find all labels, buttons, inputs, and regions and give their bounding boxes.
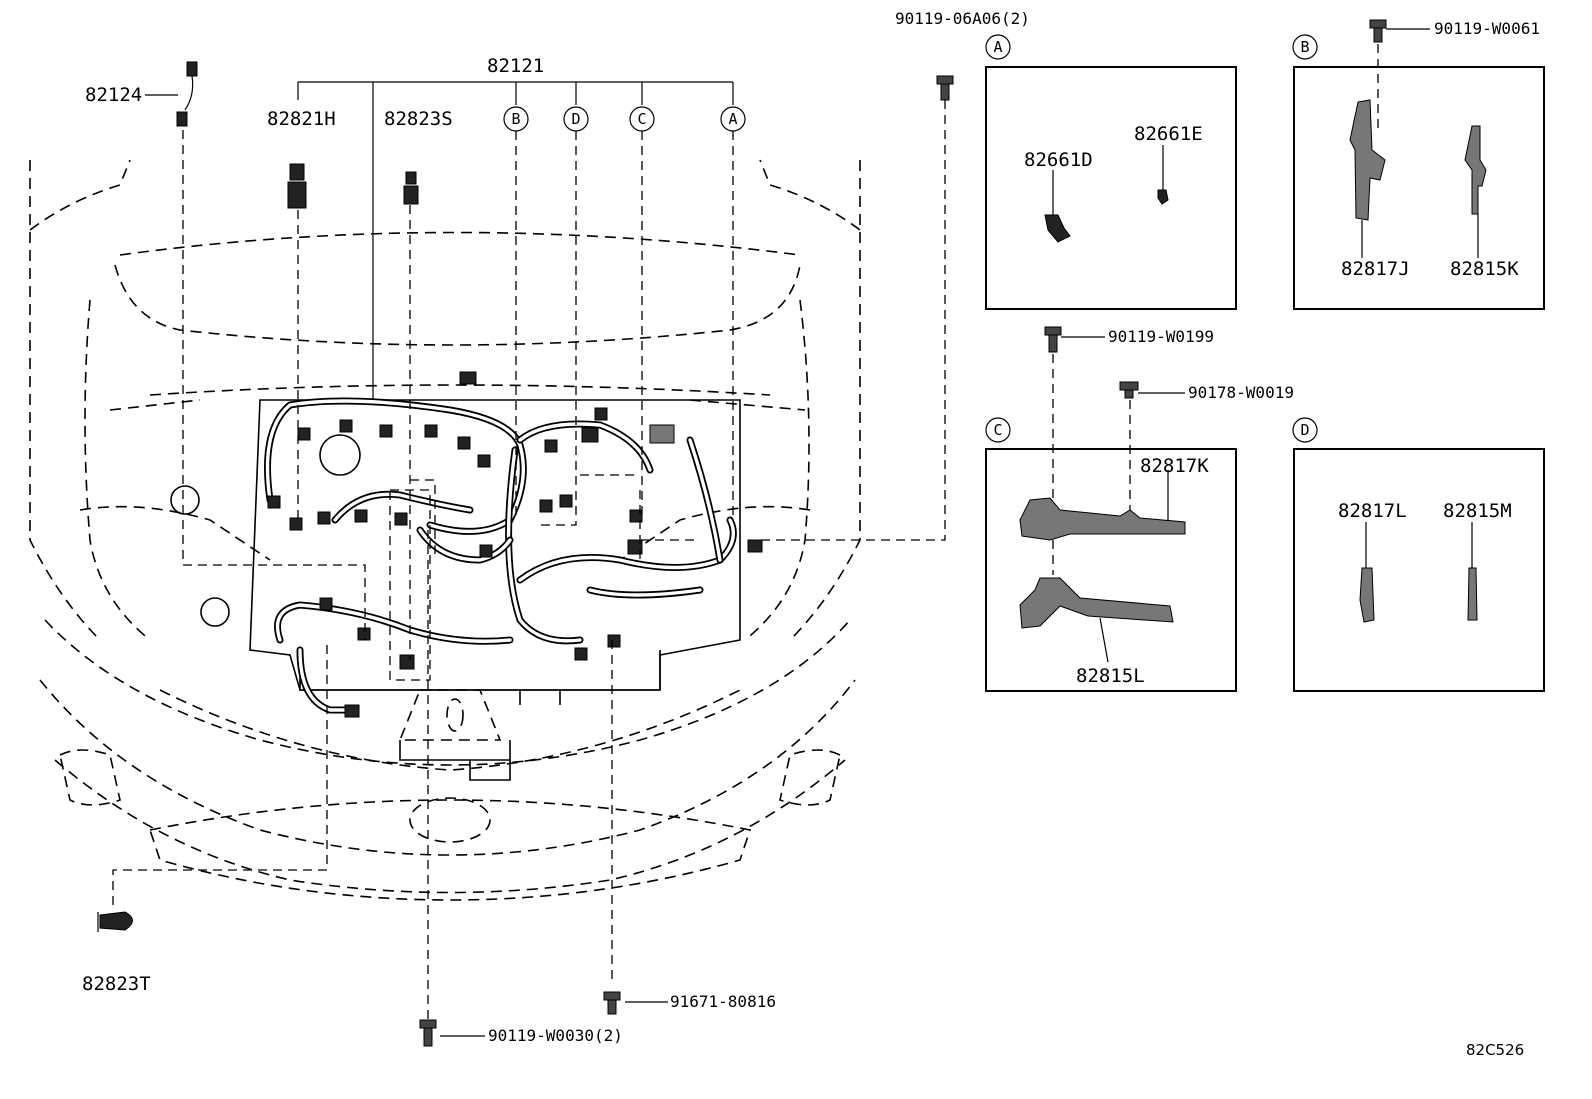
harness-connectors [267, 371, 763, 718]
inset-b-label: B [1300, 38, 1309, 56]
engine-wire-harness [264, 397, 737, 714]
svg-text:C: C [637, 110, 646, 128]
part-label-82815L[interactable]: 82815L [1076, 665, 1145, 687]
part-label-82661E[interactable]: 82661E [1134, 123, 1203, 145]
main-leader-lines [112, 81, 946, 1037]
grommet-82823T-icon [97, 911, 133, 932]
inset-a: A [985, 34, 1237, 310]
part-label-82817K[interactable]: 82817K [1140, 455, 1209, 477]
part-label-82823T[interactable]: 82823T [82, 973, 151, 995]
part-label-82124[interactable]: 82124 [85, 84, 142, 106]
svg-text:A: A [728, 110, 737, 128]
sensor-82124-icon [176, 61, 198, 127]
inset-b: B [1292, 19, 1545, 310]
inset-d: D [1292, 417, 1545, 692]
part-label-82817J[interactable]: 82817J [1341, 258, 1410, 280]
part-label-82817L[interactable]: 82817L [1338, 500, 1407, 522]
inset-c-label: C [993, 421, 1002, 439]
ref-circle-d: D [563, 106, 589, 132]
part-label-90178-W0019[interactable]: 90178-W0019 [1188, 383, 1294, 402]
part-label-82121[interactable]: 82121 [487, 55, 544, 77]
bolt-icon [603, 991, 621, 1015]
part-label-82815M[interactable]: 82815M [1443, 500, 1512, 522]
part-label-91671-80816[interactable]: 91671-80816 [670, 992, 776, 1011]
engine-block [170, 399, 741, 781]
svg-text:B: B [511, 110, 520, 128]
sensor-82821H-icon [287, 163, 307, 209]
part-label-90119-06A06[interactable]: 90119-06A06(2) [895, 9, 1030, 28]
connector-82823S-icon [403, 171, 419, 205]
part-label-90119-W0061[interactable]: 90119-W0061 [1434, 19, 1540, 38]
part-label-90119-W0199[interactable]: 90119-W0199 [1108, 327, 1214, 346]
bolt-icon [419, 1019, 437, 1047]
ref-circle-b: B [503, 106, 529, 132]
bolt-icon [936, 75, 954, 101]
inset-d-label: D [1300, 421, 1309, 439]
inset-a-label: A [993, 38, 1002, 56]
part-label-82823S[interactable]: 82823S [384, 108, 453, 130]
diagram-code: 82C526 [1466, 1041, 1524, 1059]
inset-c: C [985, 326, 1237, 692]
part-label-90119-W0030[interactable]: 90119-W0030(2) [488, 1026, 623, 1045]
ref-circle-c: C [629, 106, 655, 132]
part-label-82815K[interactable]: 82815K [1450, 258, 1519, 280]
svg-text:D: D [571, 110, 580, 128]
ref-circle-a: A [720, 106, 746, 132]
part-label-82661D[interactable]: 82661D [1024, 149, 1093, 171]
part-label-82821H[interactable]: 82821H [267, 108, 336, 130]
